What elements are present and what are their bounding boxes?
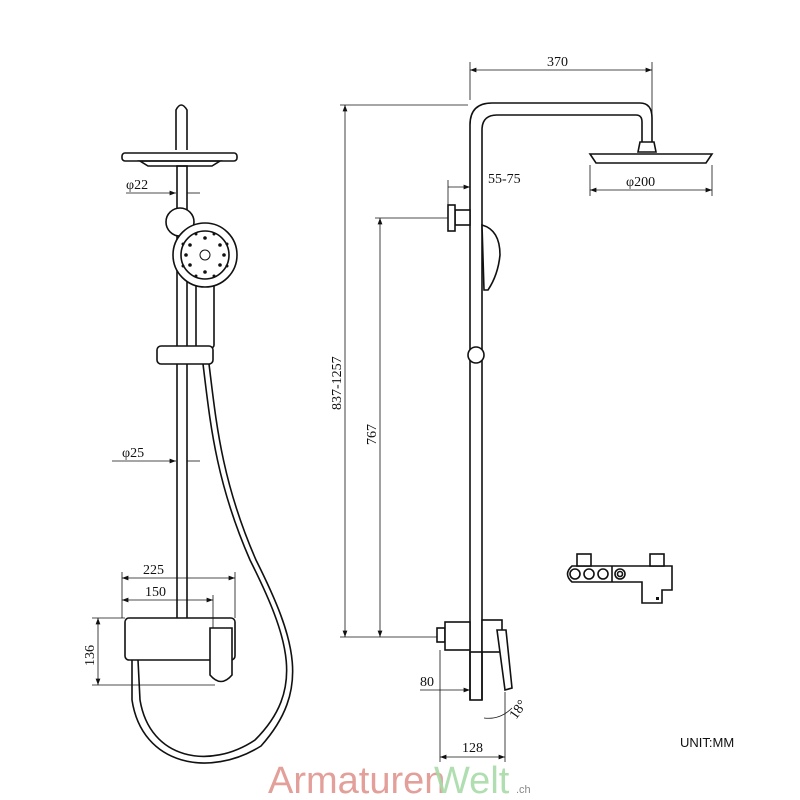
- inlet-nut-right: [649, 553, 665, 567]
- wall-bracket: [454, 209, 471, 226]
- hand-shower-side: [481, 223, 501, 291]
- front-view: φ22 φ25 225 150 136: [83, 104, 294, 764]
- dim-d25: φ25: [122, 446, 144, 461]
- dim-767: 767: [365, 424, 380, 445]
- inlet-nut-left: [576, 553, 592, 567]
- mixer-lever-side: [496, 629, 513, 692]
- nozzles: [181, 232, 229, 278]
- side-view: 370 55-75 φ200 837-1257 767 80 128 18°: [330, 55, 714, 762]
- watermark-logo: Armaturen Welt .ch: [268, 760, 531, 800]
- slide-bar-holder: [156, 345, 214, 365]
- logo-part1: Armaturen: [268, 760, 445, 800]
- dim-136: 136: [83, 645, 98, 666]
- dim-55-75: 55-75: [488, 172, 521, 187]
- dim-225: 225: [143, 563, 164, 578]
- dim-d22: φ22: [126, 178, 148, 193]
- logo-part2: Welt: [434, 760, 510, 800]
- mixer-body: [124, 617, 236, 661]
- dim-80: 80: [420, 675, 434, 690]
- dim-18-degrees: 18°: [507, 698, 531, 723]
- shower-arm: [469, 102, 653, 700]
- rain-shower-head: [121, 152, 238, 162]
- rain-shower-head-side: [588, 153, 714, 164]
- dim-d200: φ200: [626, 175, 655, 190]
- dim-370: 370: [547, 55, 568, 70]
- inlet-nut: [436, 627, 446, 643]
- unit-label: UNIT:MM: [680, 735, 734, 750]
- rod-top: [175, 104, 188, 150]
- mixer-detail-view: [566, 553, 673, 604]
- hose: [137, 363, 288, 758]
- logo-suffix: .ch: [516, 784, 531, 796]
- mixer-side: [444, 621, 471, 651]
- dim-150: 150: [145, 585, 166, 600]
- dim-837-1257: 837-1257: [330, 356, 345, 410]
- dim-128: 128: [462, 741, 483, 756]
- slider-side: [467, 346, 485, 364]
- mixer-lever: [209, 627, 233, 683]
